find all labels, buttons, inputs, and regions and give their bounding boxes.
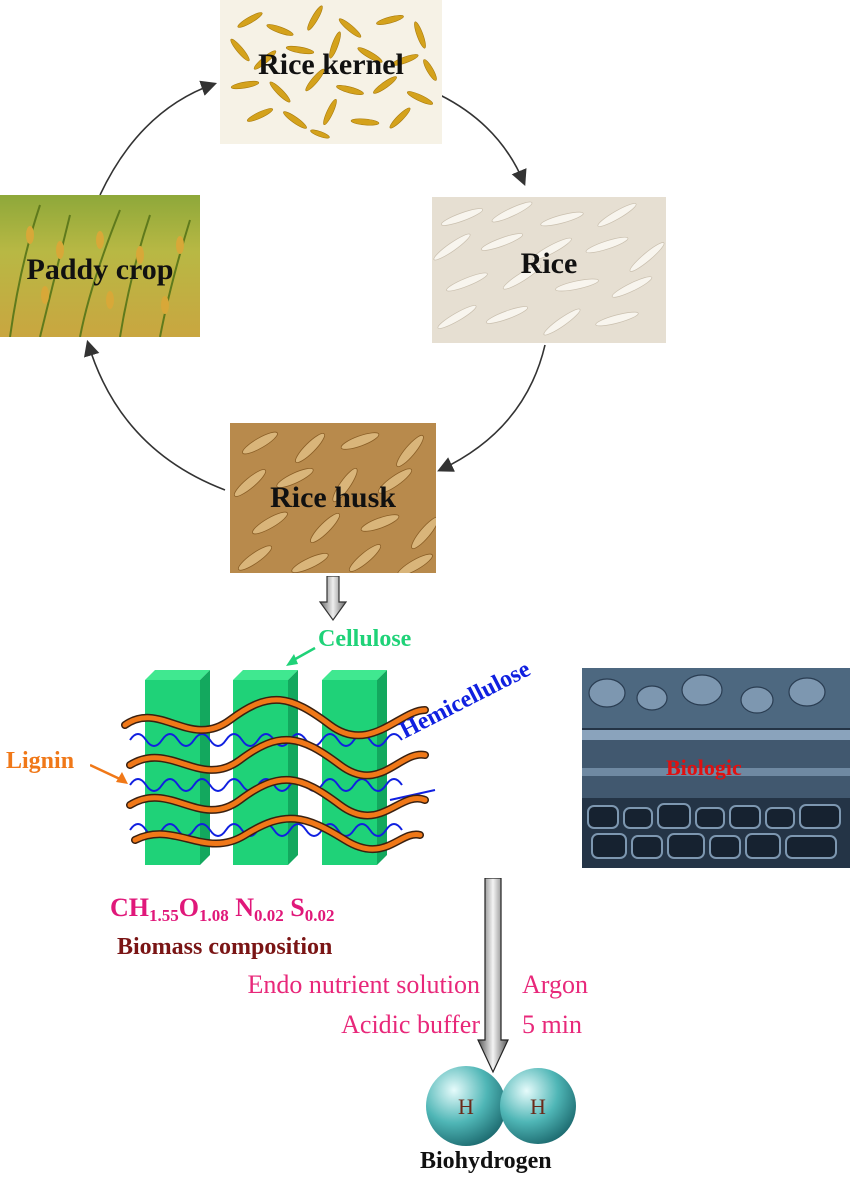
paddy-crop-photo: Paddy crop [0, 195, 200, 337]
hydrogen-atom-1 [426, 1066, 506, 1146]
paddy-crop-label: Paddy crop [26, 253, 174, 286]
arrow-kernel-to-rice [439, 94, 527, 186]
arrow-rice-to-husk [437, 344, 546, 472]
micrograph-label: Biologic [666, 755, 742, 780]
hydrogen-molecule: H H [426, 1066, 576, 1146]
element-n: N0.02 [235, 893, 284, 925]
rice-husk-label: Rice husk [270, 481, 396, 514]
process-left-line-1: Endo nutrient solution [247, 970, 480, 999]
rice-kernel-label: Rice kernel [258, 48, 404, 81]
hydrogen-atom-2 [500, 1068, 576, 1144]
atom-label-2: H [530, 1094, 546, 1119]
lignocellulose-structure [90, 646, 436, 865]
rice-husk-photo: Rice husk [230, 423, 436, 573]
cellulose-label: Cellulose [318, 626, 412, 652]
lignin-label: Lignin [6, 748, 75, 774]
rice-photo: Rice [432, 197, 666, 343]
paddy-texture [9, 204, 191, 337]
rice-texture [433, 201, 665, 336]
composition-formula: CH1.55O1.08 N0.02 S0.02 [110, 893, 334, 926]
process-right-line-1: Argon [522, 970, 588, 999]
down-arrow-large [477, 878, 509, 1074]
product-name: Biohydrogen [420, 1148, 552, 1174]
process-right-line-2: 5 min [522, 1010, 582, 1039]
sem-micrograph: Biologic [582, 668, 850, 868]
sem-texture [582, 668, 850, 859]
down-arrow-small [318, 576, 348, 622]
rice-husk-texture [233, 431, 436, 573]
arrow-paddy-to-kernel [99, 80, 218, 196]
element-s: S0.02 [290, 893, 335, 925]
rice-label: Rice [520, 247, 578, 280]
composition-title: Biomass composition [117, 934, 333, 960]
label-pointers [90, 646, 316, 784]
rice-kernel-texture [230, 5, 437, 139]
arrow-husk-to-paddy [84, 339, 226, 491]
lignin-strands [121, 695, 429, 854]
element-o: O1.08 [178, 893, 229, 925]
atom-label-1: H [458, 1094, 474, 1119]
rice-kernel-photo: Rice kernel [220, 0, 442, 144]
process-left-line-2: Acidic buffer [341, 1010, 480, 1039]
element-c: CH1.55 [110, 893, 179, 925]
